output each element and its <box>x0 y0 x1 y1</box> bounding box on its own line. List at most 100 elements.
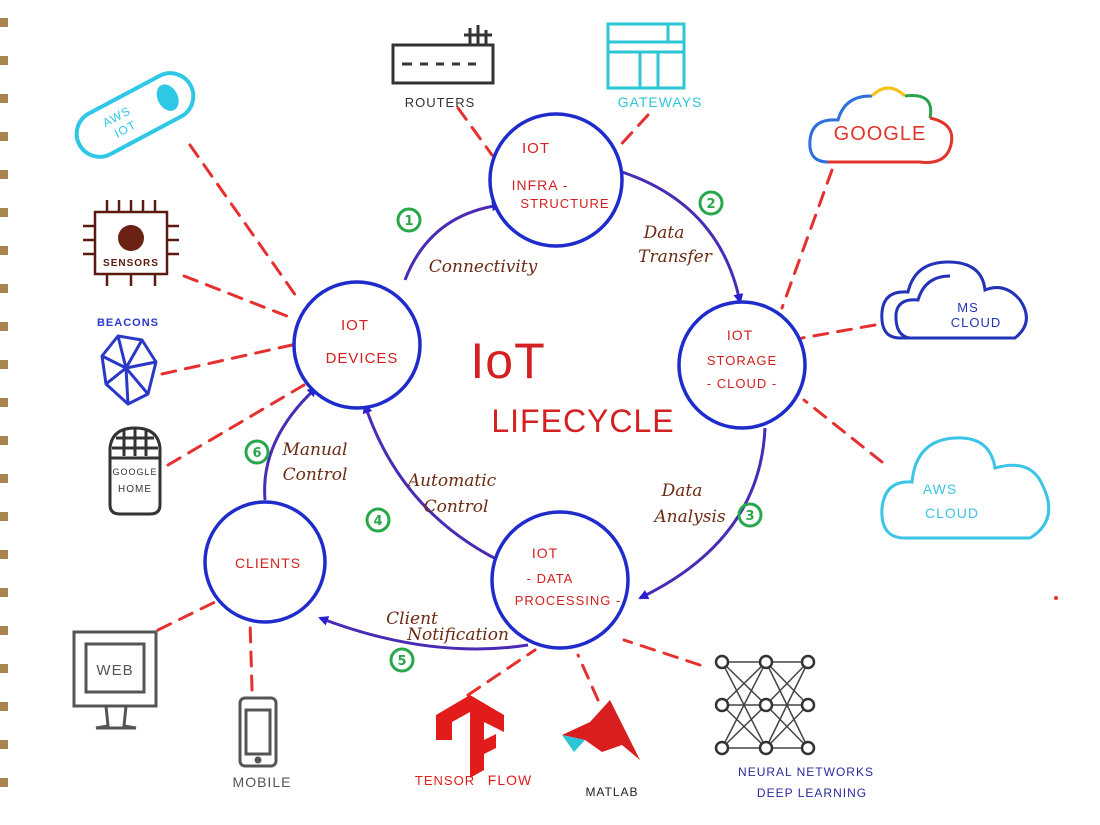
connector-beacons <box>160 343 294 376</box>
connector-matlab <box>576 653 600 702</box>
node-storage-line1: IOT <box>727 327 753 343</box>
node-iot-data-processing: IOT - DATA PROCESSING - <box>490 510 630 650</box>
node-devices-line2: DEVICES <box>326 350 399 367</box>
svg-text:5: 5 <box>397 654 406 669</box>
node-processing-line3: PROCESSING - <box>515 593 622 608</box>
connector-sensors <box>182 274 294 320</box>
google-home-label-2: HOME <box>118 484 152 495</box>
diagram-title-line1: IoT <box>470 333 545 389</box>
stray-dot <box>1054 596 1058 600</box>
connector-aws-cloud <box>802 398 884 464</box>
ms-cloud-label-1: MS <box>957 300 979 315</box>
neural-network-icon <box>714 654 816 756</box>
svg-text:6: 6 <box>252 446 261 461</box>
node-storage-line2: STORAGE <box>707 353 777 368</box>
tensorflow-label-1: TENSOR <box>415 773 475 788</box>
edge-label-connectivity: Connectivity <box>429 257 538 277</box>
google-cloud-icon <box>808 86 954 164</box>
arrow-manual-control <box>263 386 318 501</box>
arrow-connectivity <box>403 201 502 281</box>
node-infra-line3: STRUCTURE <box>520 196 609 211</box>
svg-text:2: 2 <box>706 197 715 212</box>
node-storage-line3: - CLOUD - <box>707 376 777 391</box>
connector-gateways <box>614 113 650 152</box>
gateway-icon <box>606 22 686 90</box>
arrow-client-notification <box>318 616 529 651</box>
arrow-automatic-control <box>362 403 499 562</box>
step-badge-1: 1 <box>396 207 422 233</box>
edge-label-client-notification-2: Notification <box>406 625 509 645</box>
node-iot-devices: IOT DEVICES <box>292 280 422 410</box>
beacons-label: BEACONS <box>97 317 159 329</box>
peripheral-connectors <box>156 106 884 702</box>
edge-labels: Connectivity Data Transfer Data Analysis… <box>281 223 725 645</box>
arrow-data-transfer <box>621 170 744 304</box>
tensorflow-label-2: FLOW <box>488 772 532 788</box>
connector-tensorflow <box>466 648 537 697</box>
connector-google-home <box>166 383 306 467</box>
edge-label-data-transfer-2: Transfer <box>638 247 713 267</box>
step-badge-6: 6 <box>244 439 270 465</box>
edge-label-manual-control-2: Control <box>283 465 348 485</box>
web-monitor-icon <box>72 630 158 730</box>
node-infra-line2: INFRA - <box>512 177 569 193</box>
neural-label-2: DEEP LEARNING <box>757 786 867 800</box>
google-label: GOOGLE <box>834 123 927 145</box>
svg-text:4: 4 <box>373 514 382 529</box>
node-processing-line1: IOT <box>532 545 558 561</box>
step-badge-5: 5 <box>389 647 415 673</box>
sensors-label: SENSORS <box>103 258 159 269</box>
ms-cloud-label-2: CLOUD <box>951 315 1002 330</box>
spiral-binding <box>0 18 8 787</box>
connector-routers <box>456 106 494 157</box>
aws-iot-icon: AWS IOT <box>74 71 196 159</box>
aws-cloud-label-2: CLOUD <box>925 505 979 521</box>
edge-label-automatic-control-2: Control <box>424 497 489 517</box>
diagram-title-line2: LIFECYCLE <box>491 403 674 439</box>
node-clients: CLIENTS <box>203 500 327 624</box>
edge-label-client-notification-1: Client <box>386 609 438 629</box>
web-label: WEB <box>96 662 133 679</box>
ms-cloud-icon <box>880 260 1028 340</box>
edge-label-manual-control-1: Manual <box>281 440 347 460</box>
connector-mobile <box>248 618 254 692</box>
connector-ms-cloud <box>800 323 877 340</box>
mobile-label: MOBILE <box>233 774 292 790</box>
matlab-icon <box>562 700 640 760</box>
router-icon <box>391 25 495 85</box>
aws-cloud-label-1: AWS <box>923 481 957 497</box>
node-infra-line1: IOT <box>522 140 550 157</box>
step-badge-4: 4 <box>365 507 391 533</box>
svg-text:1: 1 <box>404 214 413 229</box>
svg-text:3: 3 <box>745 509 754 524</box>
gateways-label: GATEWAYS <box>618 94 703 110</box>
edge-label-data-analysis-1: Data <box>661 481 703 501</box>
sensor-chip-icon <box>83 200 179 286</box>
routers-label: ROUTERS <box>405 95 476 110</box>
google-home-label-1: GOOGLE <box>112 467 157 477</box>
tensorflow-icon <box>436 695 504 778</box>
connector-web <box>156 600 217 632</box>
neural-label-1: NEURAL NETWORKS <box>738 765 874 779</box>
connector-aws-iot <box>188 143 298 298</box>
aws-cloud-icon <box>880 436 1051 540</box>
cycle-arrows <box>263 170 767 651</box>
edge-label-data-transfer-1: Data <box>643 223 685 243</box>
node-iot-infrastructure: IOT INFRA - STRUCTURE <box>488 112 624 248</box>
arrow-data-analysis <box>638 427 767 600</box>
step-badge-3: 3 <box>737 502 763 528</box>
step-badge-2: 2 <box>698 190 724 216</box>
node-clients-line1: CLIENTS <box>235 555 301 571</box>
connector-google <box>780 168 834 310</box>
mobile-phone-icon <box>238 696 278 768</box>
node-devices-line1: IOT <box>341 317 369 334</box>
matlab-label: MATLAB <box>585 785 638 799</box>
node-processing-line2: - DATA <box>527 571 574 586</box>
step-badges: 1 2 3 4 5 6 <box>244 190 763 673</box>
node-iot-storage-cloud: IOT STORAGE - CLOUD - <box>677 300 807 430</box>
beacon-icon <box>100 334 158 406</box>
edge-label-automatic-control-1: Automatic <box>406 471 497 491</box>
connector-neural <box>622 638 702 667</box>
google-home-icon <box>108 426 162 516</box>
